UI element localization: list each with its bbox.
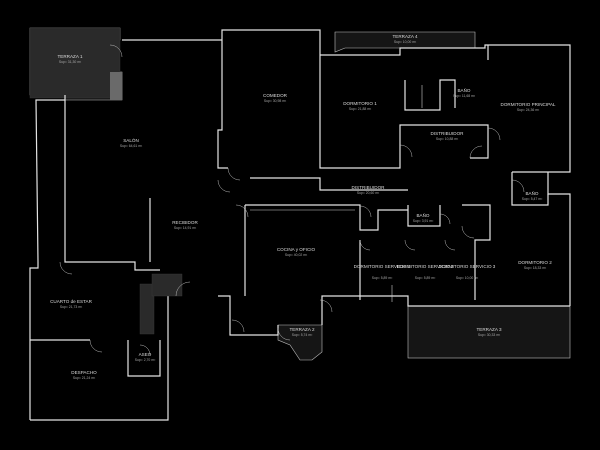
- area-bano-1: Sup= 11,68 m²: [453, 94, 476, 98]
- area-distribuidor-2: Sup= 20,60 m²: [357, 191, 380, 195]
- outer-wall-south-west: [30, 296, 169, 421]
- label-dormitorio-principal: DORMITORIO PRINCIPAL: [501, 102, 556, 107]
- label-despacho: DESPACHO: [71, 370, 97, 375]
- door-despacho: [89, 339, 103, 353]
- label-terraza-2: TERRAZA 2: [289, 327, 314, 332]
- doors: [59, 44, 525, 356]
- area-terraza-1: Sup= 31,30 m²: [59, 60, 82, 64]
- label-distribuidor-2: DISTRIBUIDOR: [352, 185, 386, 190]
- label-bano-2: BAÑO: [525, 190, 538, 196]
- wall-comedor-south: [250, 177, 408, 191]
- area-distribuidor-1: Sup= 10,88 m²: [436, 137, 459, 141]
- area-dorm-serv-2: Sup= 5,89 m²: [415, 276, 436, 280]
- label-dorm-serv-3: DORMITORIO SERVICIO 3: [439, 264, 496, 269]
- label-cuarto-estar: CUARTO de ESTAR: [50, 299, 93, 304]
- label-terraza-3: TERRAZA 3: [476, 327, 501, 332]
- door-cuarto-estar: [59, 261, 73, 275]
- area-dormitorio-2: Sup= 18,33 m²: [524, 266, 547, 270]
- door-dorm-principal: [487, 127, 501, 141]
- label-terraza-4: TERRAZA 4: [392, 34, 417, 39]
- door-dorm-2: [461, 225, 475, 239]
- wall-salon-comedor: [217, 80, 228, 169]
- wall-bano-2: [511, 172, 549, 206]
- stair-hatch: [139, 283, 155, 335]
- area-terraza-3: Sup= 30,33 m²: [478, 333, 501, 337]
- label-dorm-serv-2: DORMITORIO SERVICIO 2: [397, 264, 454, 269]
- wall-dorm2: [462, 204, 491, 300]
- label-distribuidor-1: DISTRIBUIDOR: [431, 131, 465, 136]
- label-terraza-1: TERRAZA 1: [57, 54, 82, 59]
- terrace-3-shape: [407, 305, 571, 359]
- wall-bano-1: [404, 79, 456, 111]
- door-service-2: [404, 239, 416, 251]
- wall-cocina-north: [245, 204, 408, 231]
- label-salon: SALÓN: [123, 137, 139, 143]
- area-bano-2: Sup= 5,47 m²: [522, 197, 543, 201]
- outer-wall-east: [547, 172, 571, 306]
- door-bano-3: [439, 213, 451, 225]
- door-kitchen-south: [231, 319, 245, 333]
- area-aseo: Sup= 2,70 m²: [135, 358, 156, 362]
- area-salon: Sup= 64,61 m²: [120, 144, 143, 148]
- area-terraza-2: Sup= 5,74 m²: [292, 333, 313, 337]
- walls: [29, 29, 571, 421]
- area-dormitorio-1: Sup= 21,88 m²: [349, 107, 372, 111]
- outer-wall-south-east: [321, 295, 570, 325]
- area-terraza-4: Sup= 10,00 m²: [394, 40, 417, 44]
- room-labels: TERRAZA 1 Sup= 31,30 m² TERRAZA 4 Sup= 1…: [50, 34, 556, 380]
- area-cocina: Sup= 40,02 m²: [285, 253, 308, 257]
- door-service-1: [359, 239, 371, 251]
- door-service-3: [444, 239, 456, 251]
- wall-bano-3: [407, 205, 441, 227]
- wall-distribuidor-1: [399, 124, 489, 159]
- terrace-2-shape: [277, 324, 323, 361]
- outer-wall-living: [64, 100, 160, 271]
- area-bano-3: Sup= 3,91 m²: [413, 219, 434, 223]
- area-comedor: Sup= 30,98 m²: [264, 99, 287, 103]
- door-comedor: [227, 167, 241, 181]
- door-cocina: [359, 205, 372, 218]
- column-block: [110, 72, 122, 100]
- door-terraza-2: [277, 327, 291, 341]
- label-recibidor: RECIBIDOR: [172, 220, 198, 225]
- door-dorm-1: [399, 144, 413, 158]
- label-dormitorio-1: DORMITORIO 1: [343, 101, 377, 106]
- door-distribuidor-2: [235, 204, 249, 218]
- door-recibidor: [175, 281, 191, 297]
- door-bano-2: [511, 179, 525, 193]
- label-bano-1: BAÑO: [457, 87, 470, 93]
- area-cuarto-estar: Sup= 21,73 m²: [60, 305, 83, 309]
- outer-wall-north-west: [29, 95, 66, 420]
- door-salon-recibidor: [217, 179, 231, 193]
- area-dorm-serv-1: Sup= 5,89 m²: [372, 276, 393, 280]
- terraces: [29, 27, 571, 361]
- outer-wall-north: [122, 29, 321, 80]
- door-terraza-3: [319, 299, 333, 313]
- label-comedor: COMEDOR: [263, 93, 288, 98]
- door-terraza-1: [109, 44, 123, 58]
- recibidor-hatch: [151, 273, 183, 297]
- area-dorm-serv-3: Sup= 10,00 m²: [456, 276, 479, 280]
- outer-wall-south-kitchen: [218, 295, 279, 336]
- balcony-hatch: [29, 27, 121, 99]
- door-distribuidor-1: [469, 145, 483, 159]
- area-despacho: Sup= 21,24 m²: [73, 376, 96, 380]
- label-dormitorio-2: DORMITORIO 2: [518, 260, 552, 265]
- label-bano-3: BAÑO: [416, 212, 429, 218]
- outer-wall-north-east: [320, 44, 571, 173]
- label-aseo: ASEO: [139, 352, 152, 357]
- wall-dorm1: [319, 55, 401, 169]
- wall-aseo: [127, 340, 161, 377]
- door-aseo: [139, 344, 151, 356]
- label-dorm-serv-1: DORMITORIO SERVICIO 1: [354, 264, 411, 269]
- area-recibidor: Sup= 14,91 m²: [174, 226, 197, 230]
- area-dormitorio-principal: Sup= 24,36 m²: [517, 108, 540, 112]
- label-cocina: COCINA y OFICIO: [277, 247, 316, 252]
